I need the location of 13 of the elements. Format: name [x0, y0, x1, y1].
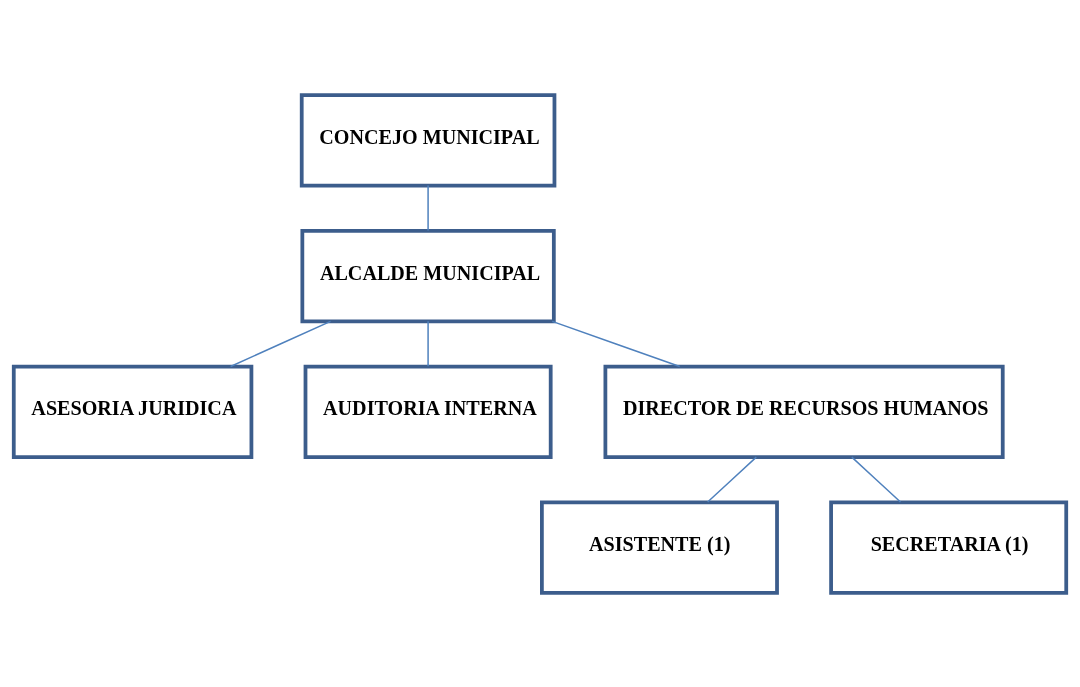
node-box: AUDITORIA INTERNA — [303, 364, 553, 459]
node-box: ASESORIA JURIDICA — [11, 364, 254, 459]
node-box: DIRECTOR DE RECURSOS HUMANOS — [603, 364, 1005, 459]
node-box: ALCALDE MUNICIPAL — [300, 228, 556, 323]
connector — [427, 320, 429, 367]
connector — [229, 320, 332, 367]
connector — [851, 455, 902, 503]
node-box: SECRETARIA (1) — [829, 500, 1069, 595]
connector — [551, 320, 681, 367]
node-box: CONCEJO MUNICIPAL — [299, 92, 557, 187]
node-box: ASISTENTE (1) — [540, 500, 779, 595]
connector — [427, 184, 429, 231]
connector — [706, 455, 758, 503]
